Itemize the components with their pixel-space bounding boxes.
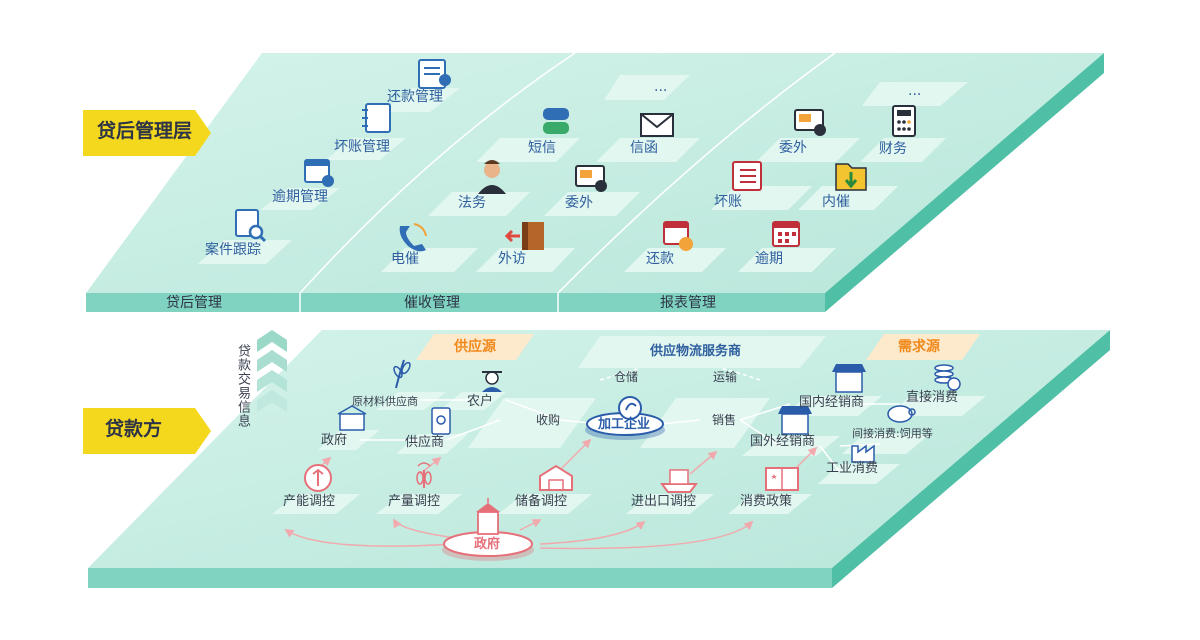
top-icons: [235, 59, 916, 252]
document-search-icon: [235, 209, 267, 243]
item-report-internal: 内催: [822, 194, 850, 210]
item-legal: 法务: [458, 195, 486, 211]
bottom-icons: [304, 359, 961, 493]
upward-chevrons-icon: [257, 330, 287, 432]
government-center-node: [442, 498, 534, 561]
ship-icon: [660, 469, 698, 493]
calendar-gear-icon: [304, 159, 334, 187]
layer-title-post-loan: 贷后管理层: [97, 120, 193, 142]
supply-source-tag: 供应源: [454, 339, 496, 355]
node-indirect-consumption: 间接消费:饲用等: [852, 427, 933, 440]
item-collection-more: ...: [654, 79, 668, 95]
node-government: 政府: [321, 433, 348, 448]
monitor-gear-icon: [575, 165, 607, 192]
processor-label: 加工企业: [598, 417, 651, 432]
phone-icon: [399, 223, 427, 252]
chat-bubbles-icon: [543, 108, 569, 134]
item-bad-debt-mgmt: 坏账管理: [334, 139, 390, 155]
notebook-icon: [362, 103, 391, 133]
control-reserve: 储备调控: [515, 494, 568, 509]
sales-label: 销售: [712, 413, 737, 427]
control-capacity: 产能调控: [283, 494, 336, 509]
item-visit-collection: 外访: [498, 251, 526, 267]
store-icon: [778, 406, 812, 435]
control-consumption-policy: 消费政策: [740, 494, 793, 509]
policy-book-icon: [765, 467, 799, 491]
calendar-icon: [772, 221, 800, 247]
layer-title-borrower: 贷款方: [105, 418, 163, 440]
document-gear-icon: [418, 59, 451, 89]
warehouse-icon: [539, 464, 573, 491]
node-farmer: 农户: [467, 394, 494, 409]
item-case-tracking: 案件跟踪: [205, 242, 261, 258]
coins-icon: [934, 364, 961, 391]
person-icon: [478, 160, 506, 194]
control-output: 产量调控: [388, 494, 441, 509]
top-tiles: [198, 75, 968, 272]
item-outsourcing-collection: 委外: [565, 195, 593, 211]
wheat-icon: [393, 359, 411, 389]
store-icon: [832, 364, 866, 393]
monitor-gear-icon: [794, 109, 826, 136]
government-center-label: 政府: [474, 537, 501, 552]
node-supplier: 供应商: [405, 435, 445, 450]
processor-node: [585, 396, 665, 440]
door-exit-icon: [504, 222, 544, 250]
grain-circle-icon: [304, 464, 332, 492]
item-report-outsourcing: 委外: [779, 140, 807, 156]
section-label-collection: 催收管理: [404, 295, 460, 311]
folder-download-icon: [835, 163, 867, 191]
layer-tag-borrower: 贷款方: [83, 408, 211, 454]
layer-tag-post-loan: 贷后管理层: [83, 110, 211, 156]
wheat-signal-icon: [416, 462, 432, 488]
node-foreign-dealer: 国外经销商: [750, 434, 816, 449]
supply-tag-shape: [416, 334, 534, 360]
transport-label: 运输: [713, 370, 738, 384]
item-sms: 短信: [528, 140, 556, 156]
item-report-repayment: 还款: [646, 251, 674, 267]
factory-icon: [851, 444, 875, 463]
node-raw-material-supplier: 原材料供应商: [352, 395, 418, 408]
item-report-overdue: 逾期: [755, 251, 783, 267]
node-direct-consumption: 直接消费: [906, 390, 959, 405]
item-letter: 信函: [630, 140, 658, 156]
purchase-label: 收购: [536, 413, 561, 427]
section-label-report: 报表管理: [660, 295, 716, 311]
item-overdue-mgmt: 逾期管理: [272, 189, 328, 205]
envelope-icon: [640, 113, 674, 137]
demand-source-tag: 需求源: [898, 339, 940, 355]
node-industrial-consumption: 工业消费: [826, 461, 879, 476]
farmer-icon: [482, 371, 502, 392]
logistics-provider-label: 供应物流服务商: [650, 344, 742, 359]
mobile-device-icon: [431, 407, 451, 435]
pig-icon: [887, 405, 916, 423]
demand-tag-shape: [866, 334, 980, 360]
control-import-export: 进出口调控: [631, 494, 697, 509]
item-phone-collection: 电催: [391, 251, 419, 267]
warehouse-label: 仓储: [614, 370, 639, 384]
bottom-tiles: [272, 336, 986, 514]
government-building-icon: [337, 405, 367, 431]
item-repayment-mgmt: 还款管理: [387, 89, 443, 105]
calculator-icon: [892, 105, 916, 137]
calendar-coin-icon: [663, 221, 693, 251]
section-label-post-loan: 贷后管理: [166, 295, 222, 311]
side-text-loan-info: 贷款交易信息: [235, 344, 250, 428]
list-icon: [732, 161, 762, 191]
node-domestic-dealer: 国内经销商: [799, 395, 865, 410]
item-report-finance: 财务: [879, 141, 907, 157]
item-report-more: ...: [908, 83, 922, 99]
item-report-bad-debt: 坏账: [714, 194, 742, 210]
